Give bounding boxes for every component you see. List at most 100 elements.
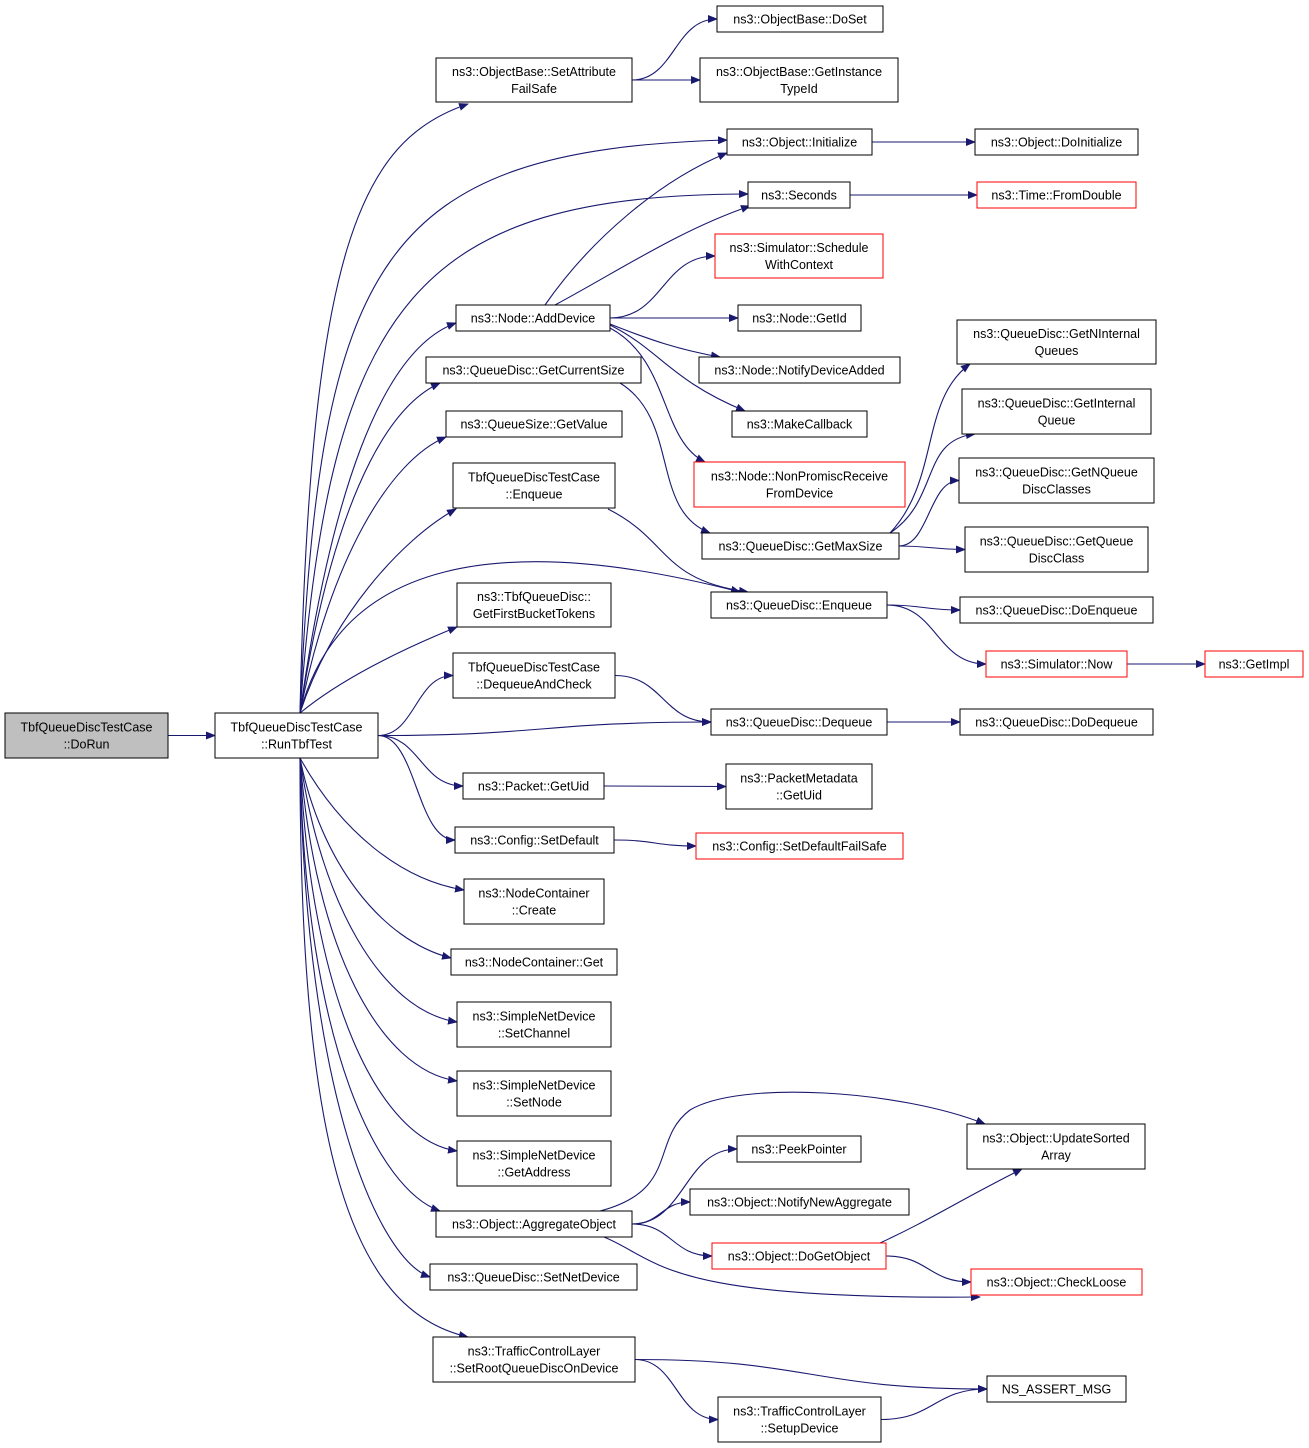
node-queuedisc-setnetdevice[interactable]: ns3::QueueDisc::SetNetDevice (429, 1263, 638, 1291)
node-simplenetdevice-setchannel[interactable]: ns3::SimpleNetDevice::SetChannel (456, 1001, 612, 1048)
node-label: DiscClass (1029, 552, 1085, 566)
node-object-doinitialize[interactable]: ns3::Object::DoInitialize (974, 128, 1139, 156)
node-nodecontainer-create[interactable]: ns3::NodeContainer::Create (463, 878, 605, 925)
node-label: ns3::QueueDisc::DoEnqueue (976, 604, 1138, 618)
node-label: ns3::ObjectBase::DoSet (733, 13, 867, 27)
node-object-initialize[interactable]: ns3::Object::Initialize (726, 128, 873, 156)
node-box (737, 304, 862, 332)
node-peekpointer[interactable]: ns3::PeekPointer (736, 1135, 862, 1163)
node-simplenetdevice-getaddress[interactable]: ns3::SimpleNetDevice::GetAddress (456, 1140, 612, 1187)
node-box (701, 532, 900, 560)
node-queuedisc-enqueue[interactable]: ns3::QueueDisc::Enqueue (710, 591, 888, 619)
node-ns-assert-msg[interactable]: NS_ASSERT_MSG (986, 1375, 1127, 1403)
node-queuedisc-getmaxsize[interactable]: ns3::QueueDisc::GetMaxSize (701, 532, 900, 560)
call-edge (634, 1358, 719, 1424)
node-label: GetFirstBucketTokens (473, 607, 595, 621)
node-nodecontainer-get[interactable]: ns3::NodeContainer::Get (450, 948, 618, 976)
node-makecallback[interactable]: ns3::MakeCallback (731, 410, 868, 438)
node-box (435, 57, 633, 103)
node-queuedisc-doenqueue[interactable]: ns3::QueueDisc::DoEnqueue (959, 596, 1154, 624)
node-config-setdefault[interactable]: ns3::Config::SetDefault (454, 826, 615, 854)
call-edge (889, 363, 971, 534)
node-label: ::SetupDevice (761, 1422, 839, 1436)
node-label: ns3::Node::NotifyDeviceAdded (714, 364, 884, 378)
node-tbfqueuedisc-getfirstbuckettokens[interactable]: ns3::TbfQueueDisc::GetFirstBucketTokens (456, 582, 612, 628)
node-label: Array (1041, 1149, 1072, 1163)
call-edge (607, 508, 749, 595)
node-label: ns3::ObjectBase::GetInstance (716, 65, 882, 79)
node-box (959, 596, 1154, 624)
node-label: ns3::PeekPointer (751, 1143, 846, 1157)
node-trafficcontrollayer-setupdevice[interactable]: ns3::TrafficControlLayer::SetupDevice (717, 1396, 882, 1443)
node-tbfqueuedisctestcase-enqueue[interactable]: TbfQueueDiscTestCase::Enqueue (452, 462, 616, 509)
node-label: TbfQueueDiscTestCase (468, 661, 600, 675)
node-label: ns3::TbfQueueDisc:: (477, 590, 591, 604)
node-box (716, 5, 884, 33)
node-packetmetadata-getuid[interactable]: ns3::PacketMetadata::GetUid (725, 763, 873, 810)
node-box (452, 462, 616, 509)
node-label: ns3::Object::CheckLoose (987, 1276, 1127, 1290)
node-label: TypeId (780, 82, 818, 96)
node-label: ns3::Object::UpdateSorted (982, 1132, 1129, 1146)
node-label: ns3::Seconds (761, 189, 837, 203)
node-object-aggregateobject[interactable]: ns3::Object::AggregateObject (435, 1210, 633, 1238)
node-label: ns3::TrafficControlLayer (733, 1405, 866, 1419)
node-simulator-now[interactable]: ns3::Simulator::Now (985, 650, 1128, 678)
node-tbfqueuedisctestcase-runtbftest[interactable]: TbfQueueDiscTestCase::RunTbfTest (214, 712, 379, 759)
node-queuedisc-dodequeue[interactable]: ns3::QueueDisc::DoDequeue (959, 708, 1154, 736)
node-object-dogetobject[interactable]: ns3::Object::DoGetObject (711, 1242, 887, 1270)
node-queuesize-getvalue[interactable]: ns3::QueueSize::GetValue (445, 410, 623, 438)
node-box (455, 304, 611, 332)
node-tbfqueuedisctestcase-dorun[interactable]: TbfQueueDiscTestCase::DoRun (4, 712, 169, 759)
node-label: ns3::Time::FromDouble (991, 189, 1121, 203)
node-seconds[interactable]: ns3::Seconds (747, 181, 851, 209)
node-queuedisc-getcurrentsize[interactable]: ns3::QueueDisc::GetCurrentSize (425, 356, 642, 384)
node-label: ns3::QueueDisc::Dequeue (726, 716, 873, 730)
node-label: FailSafe (511, 82, 557, 96)
call-edge (377, 734, 464, 790)
node-queuedisc-dequeue[interactable]: ns3::QueueDisc::Dequeue (710, 708, 888, 736)
call-edge (299, 757, 458, 1084)
edges-layer (167, 15, 1206, 1424)
node-object-checkloose[interactable]: ns3::Object::CheckLoose (970, 1268, 1143, 1296)
node-object-notifynewaggregate[interactable]: ns3::Object::NotifyNewAggregate (689, 1188, 910, 1216)
node-label: ::Enqueue (506, 488, 563, 502)
node-getimpl[interactable]: ns3::GetImpl (1204, 650, 1304, 678)
node-label: ns3::QueueDisc::DoDequeue (975, 716, 1138, 730)
node-box (454, 826, 615, 854)
node-node-adddevice[interactable]: ns3::Node::AddDevice (455, 304, 611, 332)
node-time-fromdouble[interactable]: ns3::Time::FromDouble (976, 181, 1137, 209)
call-edge (599, 1091, 986, 1212)
node-box (985, 650, 1128, 678)
node-config-setdefaultfailsafe[interactable]: ns3::Config::SetDefaultFailSafe (695, 832, 904, 860)
node-box (445, 410, 623, 438)
node-objectbase-doset[interactable]: ns3::ObjectBase::DoSet (716, 5, 884, 33)
node-node-getid[interactable]: ns3::Node::GetId (737, 304, 862, 332)
call-edge (299, 757, 452, 960)
node-node-notifydeviceadded[interactable]: ns3::Node::NotifyDeviceAdded (698, 356, 901, 384)
node-trafficcontrollayer-setrootqueuedisconndevice[interactable]: ns3::TrafficControlLayer::SetRootQueueDi… (432, 1336, 636, 1383)
call-edge (377, 734, 456, 844)
node-tbfqueuedisctestcase-dequeueandcheck[interactable]: TbfQueueDiscTestCase::DequeueAndCheck (452, 652, 616, 699)
node-box (695, 832, 904, 860)
call-edge (898, 476, 960, 547)
call-edge (377, 718, 712, 737)
node-box (956, 319, 1157, 365)
call-edge (880, 1385, 988, 1421)
node-label: ::SetNode (506, 1096, 562, 1110)
node-label: ::SetChannel (498, 1027, 570, 1041)
nodes-layer: TbfQueueDiscTestCase::DoRun TbfQueueDiscT… (4, 5, 1304, 1443)
node-label: ns3::QueueDisc::Enqueue (726, 599, 872, 613)
call-edge (609, 324, 746, 412)
node-packet-getuid[interactable]: ns3::Packet::GetUid (462, 772, 605, 800)
node-simplenetdevice-setnode[interactable]: ns3::SimpleNetDevice::SetNode (456, 1070, 612, 1117)
